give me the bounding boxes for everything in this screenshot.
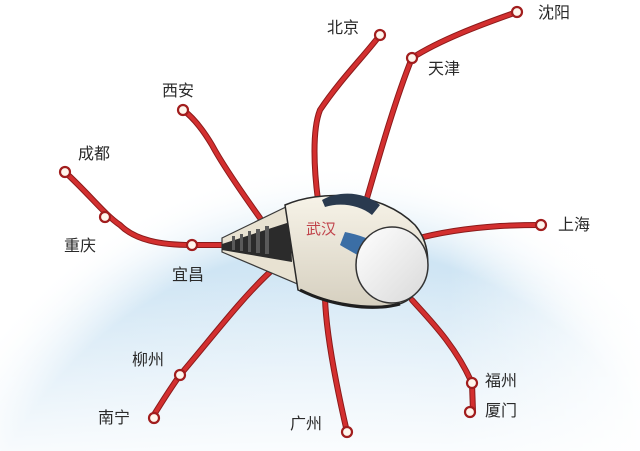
node-xiamen [463,405,477,419]
node-chengdu [58,165,72,179]
route-west [62,169,225,248]
city-label-chengdu: 成都 [78,144,111,163]
city-label-xian: 西安 [162,81,195,100]
node-fuzhou [465,376,479,390]
city-label-guangzhou: 广州 [290,414,323,433]
node-shenyang [510,5,524,19]
city-label-shenyang: 沈阳 [538,3,571,22]
node-shanghai [534,218,548,232]
city-label-yichang: 宜昌 [172,265,205,284]
city-label-xiamen: 厦门 [485,401,518,420]
city-label-fuzhou: 福州 [485,371,518,390]
node-xian [176,103,190,117]
node-chongqing [98,210,112,224]
node-yichang [185,238,199,252]
city-label-tianjin: 天津 [428,59,461,78]
city-label-chongqing: 重庆 [64,236,97,255]
node-nanning [147,411,161,425]
city-label-nanning: 南宁 [98,408,131,427]
route-beijing [311,32,383,203]
node-guangzhou [340,425,354,439]
city-label-shanghai: 上海 [558,215,591,234]
high-speed-train [221,193,429,309]
node-beijing [373,28,387,42]
hub-label-wuhan: 武汉 [306,220,337,238]
city-label-beijing: 北京 [327,18,360,37]
route-liuzhou-nanning [149,269,273,421]
node-tianjin [405,51,419,65]
city-label-liuzhou: 柳州 [132,350,165,369]
node-liuzhou [173,368,187,382]
route-fuzhou-xiamen [409,297,476,415]
